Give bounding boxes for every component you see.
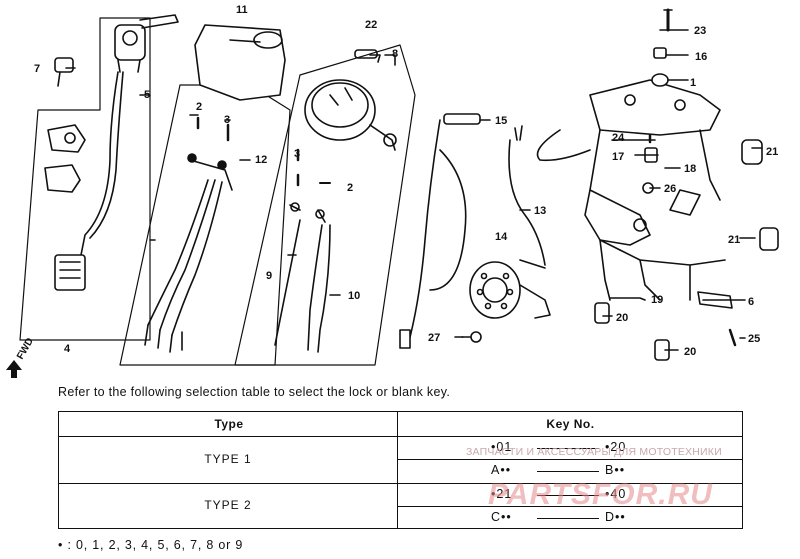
range-dash xyxy=(537,495,599,496)
callout-5: 5 xyxy=(144,89,150,101)
speedometer-cable-icon xyxy=(399,113,481,349)
key-range-start: •01 xyxy=(491,440,513,454)
ignition-wire xyxy=(79,71,119,261)
callout-10: 10 xyxy=(348,290,360,302)
callout-19: 19 xyxy=(651,294,663,306)
speedometer-icon xyxy=(304,79,397,151)
column-divider xyxy=(397,412,398,528)
callout-27: 27 xyxy=(428,332,440,344)
headlight-bracket-icon xyxy=(536,79,726,301)
grommet-21-upper xyxy=(741,139,763,165)
exploded-parts-diagram: FWD 1 2 2 3 3 4 5 6 8 7 9 10 11 12 13 14… xyxy=(6,4,779,378)
callout-12: 12 xyxy=(255,154,267,166)
callout-11: 11 xyxy=(236,4,248,16)
group-outline-harness xyxy=(119,84,291,366)
type-2-label: TYPE 2 xyxy=(204,498,252,512)
callout-26: 26 xyxy=(664,183,676,195)
range-dash xyxy=(537,471,599,472)
callout-18: 18 xyxy=(684,163,696,175)
ignition-switch-icon xyxy=(114,14,179,73)
callout-14: 14 xyxy=(495,231,508,243)
header-divider xyxy=(59,436,742,437)
subrow-divider-2 xyxy=(397,506,742,507)
key-range-end: B•• xyxy=(605,463,626,477)
footnote: • : 0, 1, 2, 3, 4, 5, 6, 7, 8 or 9 xyxy=(58,538,244,552)
callout-22: 22 xyxy=(365,19,377,31)
header-type: Type xyxy=(214,417,244,431)
callout-20: 20 xyxy=(684,346,696,358)
selection-note: Refer to the following selection table t… xyxy=(58,385,451,399)
fwd-label: FWD xyxy=(15,336,36,361)
callout-16: 16 xyxy=(695,51,707,63)
fwd-arrow-icon: FWD xyxy=(6,336,36,378)
callout-21: 21 xyxy=(766,146,778,158)
key-icon xyxy=(54,57,74,87)
header-key-no: Key No. xyxy=(546,417,595,431)
callout-3: 3 xyxy=(224,114,230,126)
callout-23: 23 xyxy=(694,25,706,37)
key-range-end: •40 xyxy=(605,487,627,501)
callout-3: 3 xyxy=(294,148,300,160)
callout-13: 13 xyxy=(534,205,546,217)
group-outline-meter xyxy=(234,44,416,366)
callout-2: 2 xyxy=(196,101,202,113)
callout-9: 9 xyxy=(266,270,272,282)
callout-21: 21 xyxy=(728,234,740,246)
callout-6: 6 xyxy=(748,296,754,308)
callout-15: 15 xyxy=(495,115,507,127)
callout-20: 20 xyxy=(616,312,628,324)
callout-1: 1 xyxy=(690,77,696,89)
connector-icon xyxy=(54,254,86,291)
key-range-end: D•• xyxy=(605,510,626,524)
key-range-end: •20 xyxy=(605,440,627,454)
horn-icon xyxy=(469,259,551,319)
type-1-label: TYPE 1 xyxy=(204,452,252,466)
harness-12-icon xyxy=(144,153,233,353)
meter-cover-icon xyxy=(194,24,286,101)
callout-17: 17 xyxy=(612,151,624,163)
callout-7: 7 xyxy=(34,63,40,75)
key-selection-table: Type Key No. TYPE 1 •01 •20 A•• B•• TYPE… xyxy=(58,411,743,529)
callout-4: 4 xyxy=(64,343,71,355)
callout-2: 2 xyxy=(347,182,353,194)
range-dash xyxy=(537,448,599,449)
horn-wire xyxy=(508,139,546,266)
row-divider xyxy=(59,483,742,484)
key-range-start: A•• xyxy=(491,463,512,477)
key-range-start: C•• xyxy=(491,510,512,524)
grommet-21-lower xyxy=(759,227,779,251)
callout-25: 25 xyxy=(748,333,760,345)
callout-8: 8 xyxy=(392,48,398,60)
key-range-start: •21 xyxy=(491,487,513,501)
callout-24: 24 xyxy=(612,132,625,144)
subrow-divider-1 xyxy=(397,459,742,460)
range-dash xyxy=(537,518,599,519)
harness-9-10-icon xyxy=(274,202,331,353)
switch-block-icon xyxy=(44,124,86,193)
